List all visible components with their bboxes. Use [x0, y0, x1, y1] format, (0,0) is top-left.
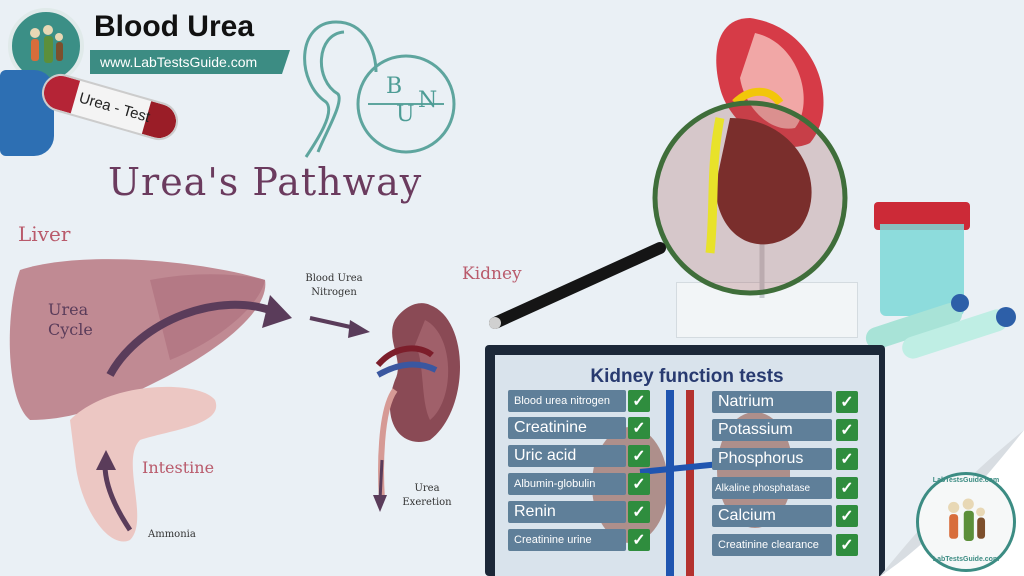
excretion-label-line2: Exeretion: [402, 496, 452, 508]
bun-label: Blood Urea Nitrogen: [294, 272, 374, 299]
check-icon: ✓: [628, 445, 650, 467]
watermark-top-text: LabTestsGuide.com: [932, 477, 1000, 484]
excretion-label: Urea Exeretion: [392, 482, 462, 509]
test-creatinine-urine: Creatinine urine: [508, 529, 626, 551]
excretion-label-line1: Urea: [414, 483, 440, 494]
tests-panel-title: Kidney function tests: [590, 366, 784, 387]
page-title: Blood Urea: [94, 10, 255, 43]
pathway-title: Urea's Pathway: [108, 160, 423, 204]
family-icon: [30, 25, 63, 63]
check-icon: ✓: [836, 448, 858, 470]
bun-label-line1: Blood Urea: [305, 273, 363, 284]
bun-label-line2: Nitrogen: [311, 286, 357, 298]
urea-cycle-line1: Urea: [48, 300, 89, 319]
watermark-logo: [916, 472, 1016, 572]
watermark-bottom-text: LabTestsGuide.com: [932, 556, 1000, 563]
check-icon: ✓: [836, 505, 858, 527]
test-creatinine-clearance: Creatinine clearance: [712, 534, 832, 556]
test-phosphorus: Phosphorus: [712, 448, 832, 470]
test-renin: Renin: [508, 501, 626, 523]
pathway-illustration: [9, 259, 460, 542]
check-icon: ✓: [628, 390, 650, 412]
test-albumin-globulin: Albumin-globulin: [508, 473, 626, 495]
check-icon: ✓: [836, 477, 858, 499]
test-alkaline-phosphatase: Alkaline phosphatase: [712, 477, 832, 499]
urea-cycle-line2: Cycle: [48, 320, 93, 339]
test-creatinine: Creatinine: [508, 417, 626, 439]
bun-letter-u: U: [396, 102, 415, 127]
check-icon: ✓: [628, 473, 650, 495]
intestine-label: Intestine: [142, 458, 215, 477]
test-tube: Urea - Test: [37, 69, 183, 145]
sample-tubes: [865, 294, 1016, 359]
site-url[interactable]: www.LabTestsGuide.com: [90, 50, 290, 74]
bun-letter-n: N: [418, 88, 438, 113]
kidney-label: Kidney: [462, 264, 522, 284]
test-uric-acid: Uric acid: [508, 445, 626, 467]
check-icon: ✓: [836, 391, 858, 413]
check-icon: ✓: [628, 501, 650, 523]
test-calcium: Calcium: [712, 505, 832, 527]
check-icon: ✓: [836, 534, 858, 556]
ammonia-label: Ammonia: [148, 529, 196, 540]
family-icon: [948, 498, 986, 542]
kidney-model-illustration: [489, 18, 848, 329]
test-blood-urea-nitrogen: Blood urea nitrogen: [508, 390, 626, 412]
check-icon: ✓: [836, 419, 858, 441]
liver-label: Liver: [18, 222, 71, 246]
tube-label: Urea - Test: [77, 89, 152, 127]
check-icon: ✓: [628, 529, 650, 551]
check-icon: ✓: [628, 417, 650, 439]
bun-kidney-logo: [303, 20, 456, 158]
urine-cup: [880, 224, 964, 316]
test-potassium: Potassium: [712, 419, 832, 441]
bun-letter-b: B: [386, 74, 403, 99]
test-natrium: Natrium: [712, 391, 832, 413]
